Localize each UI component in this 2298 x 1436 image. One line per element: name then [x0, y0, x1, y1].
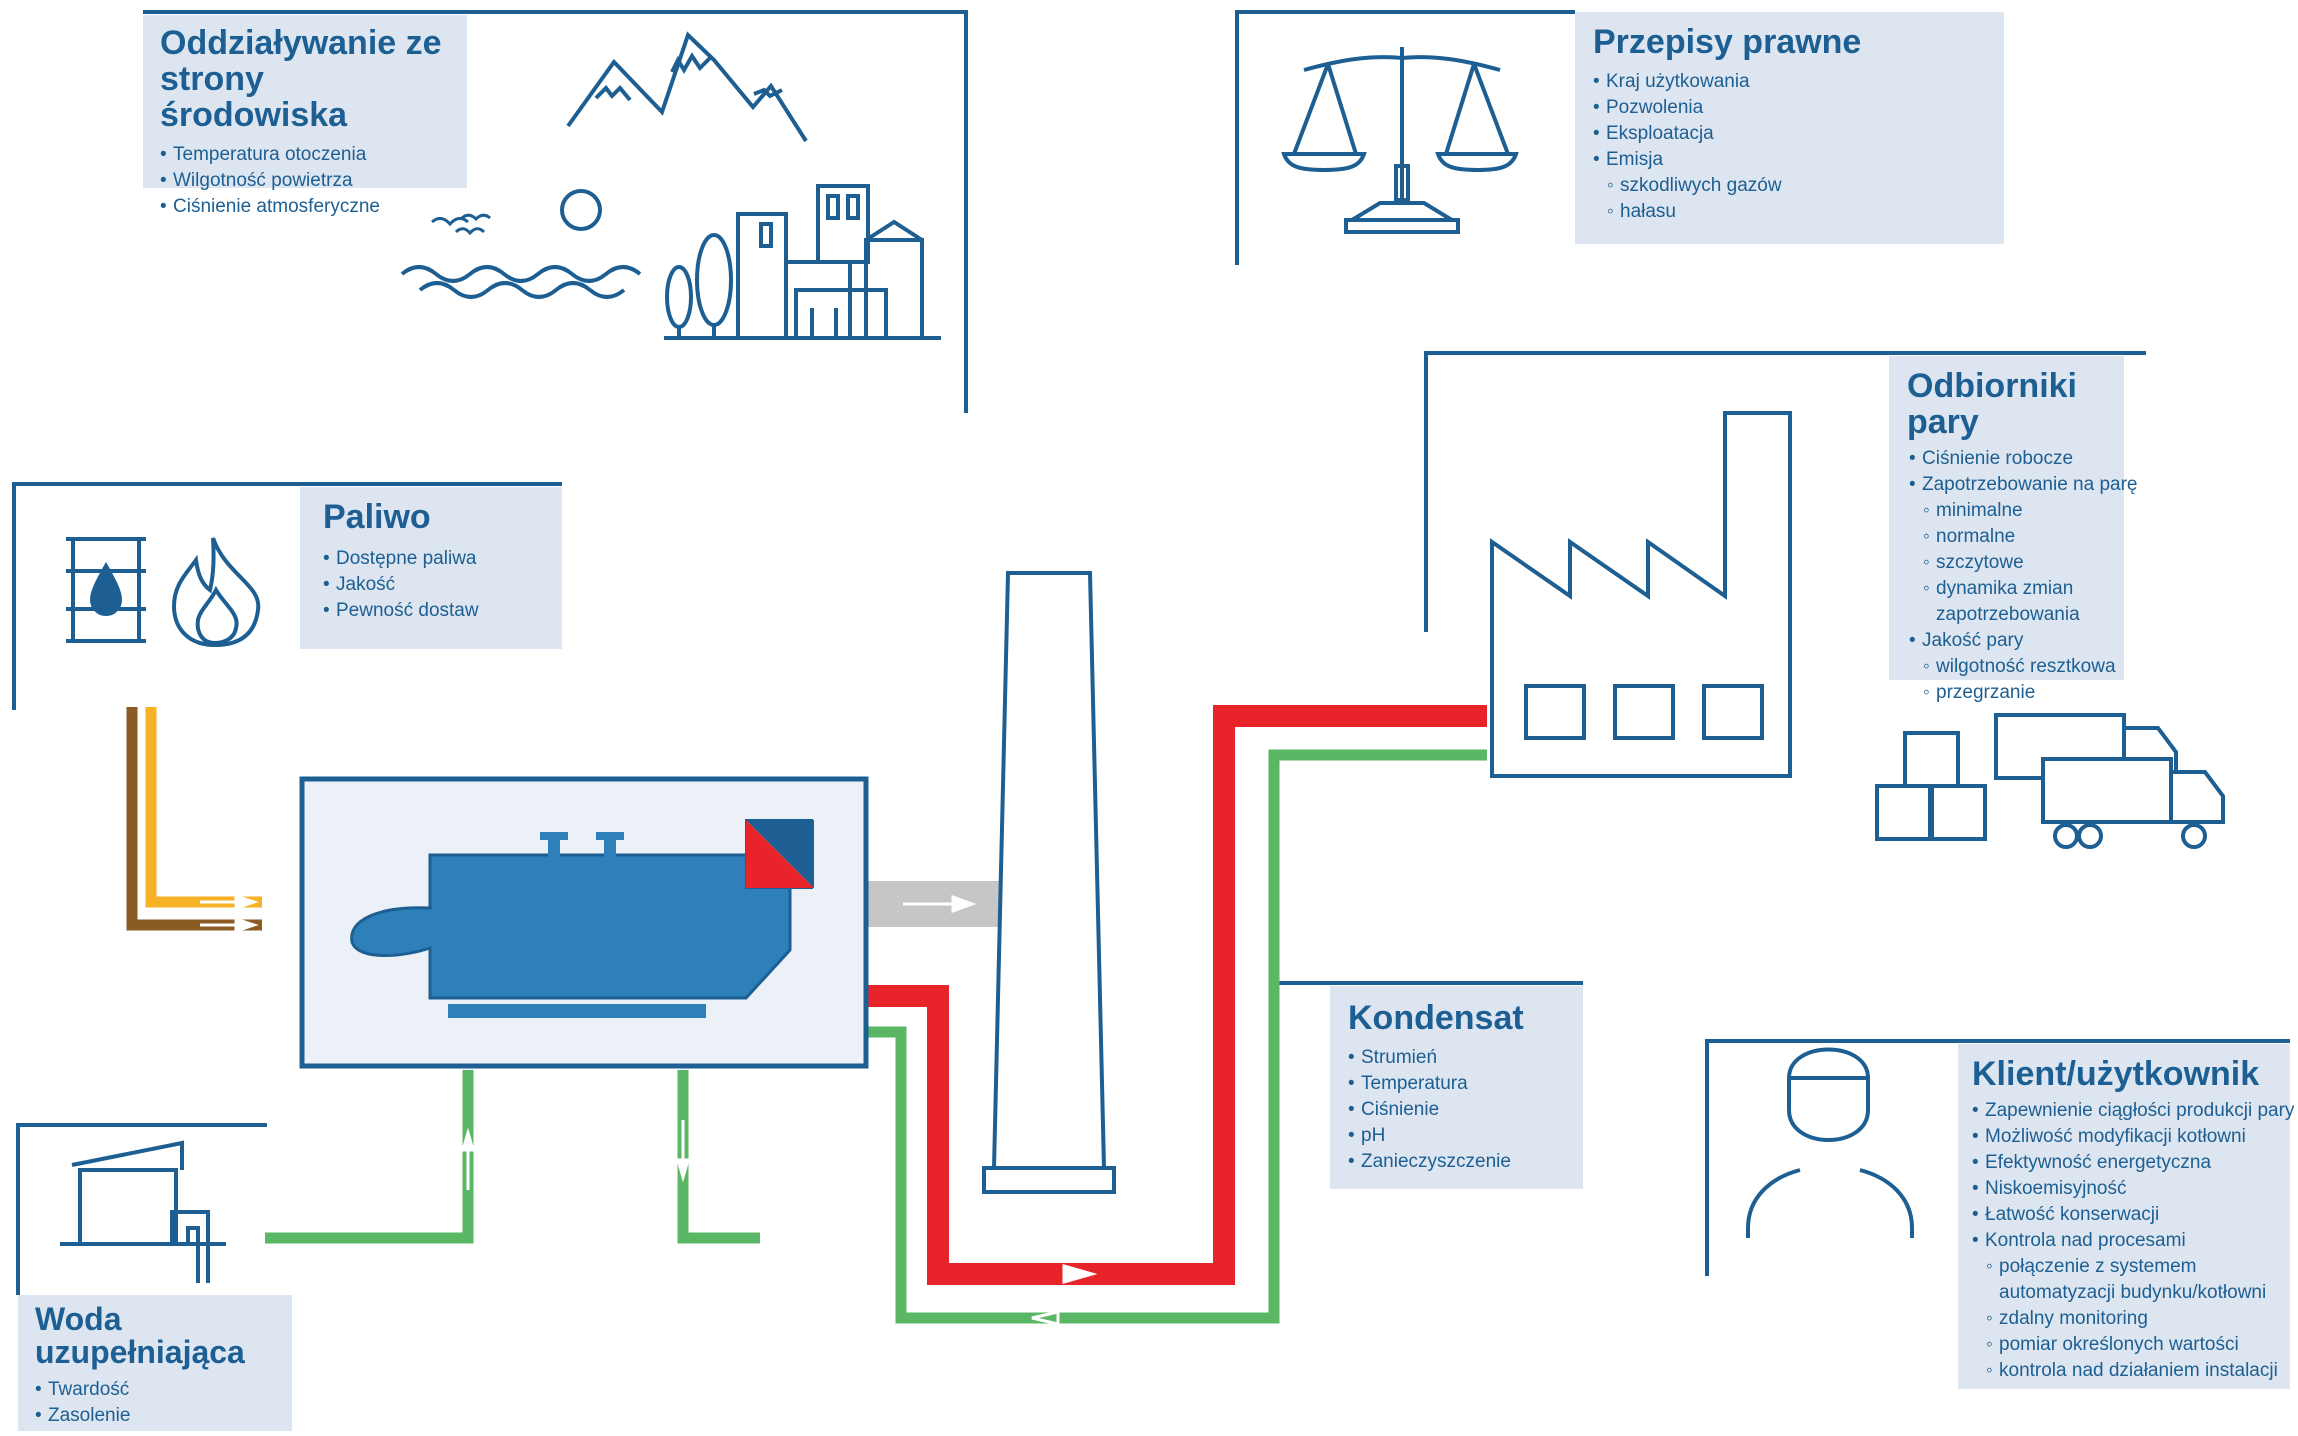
condensate-list: •Strumień •Temperatura •Ciśnienie •pH •Z…	[1348, 1045, 1565, 1175]
client-frame	[1705, 1039, 2290, 1276]
fuel-panel: Paliwo •Dostępne paliwa •Jakość •Pewność…	[300, 487, 562, 649]
regulations-frame	[1235, 10, 1575, 265]
list-item: •Emisja	[1593, 149, 1664, 170]
water-frame	[16, 1123, 267, 1295]
list-item: •Eksploatacja	[1593, 123, 1714, 144]
list-item: •Zapotrzebowanie na parę	[1909, 474, 2138, 495]
list-item: ◦dynamika zmian	[1923, 578, 2074, 599]
water-arrow-icon	[675, 1158, 691, 1183]
list-item: ◦połączenie z systemem	[1986, 1256, 2197, 1277]
list-item: automatyzacji budynku/kotłowni	[1999, 1282, 2267, 1303]
list-item: ◦minimalne	[1923, 500, 2023, 521]
list-item: •Temperatura	[1348, 1073, 1468, 1094]
regulations-panel: Przepisy prawne •Kraj użytkowania •Pozwo…	[1575, 12, 2004, 244]
birds-icon	[431, 213, 491, 236]
water-arrow-icon	[460, 1127, 476, 1152]
list-item: •pH	[1348, 1125, 1386, 1146]
fuel-list: •Dostępne paliwa •Jakość •Pewność dostaw	[323, 546, 539, 624]
blowdown-pipe	[677, 1070, 760, 1244]
boxes-icon	[1875, 731, 1987, 841]
condensate-panel: Kondensat •Strumień •Temperatura •Ciśnie…	[1330, 986, 1583, 1189]
list-item: •Kontrola nad procesami	[1972, 1230, 2186, 1251]
boiler-icon	[299, 776, 869, 1069]
client-title: Klient/użytkownik	[1972, 1055, 2260, 1093]
steam-consumers-panel: Odbiorniki pary •Ciśnienie robocze •Zapot…	[1889, 356, 2137, 703]
list-item: ◦przegrzanie	[1923, 682, 2036, 703]
fuel-arrow-icon	[234, 893, 259, 911]
list-item: •Ciśnienie atmosferyczne	[160, 196, 380, 217]
list-item: •Temperatura otoczenia	[160, 144, 367, 165]
list-item: •Dostępne paliwa	[323, 548, 477, 569]
fuel-frame	[12, 482, 562, 710]
list-item: •Efektywność energetyczna	[1972, 1152, 2212, 1173]
condensate-arrow-icon	[1031, 1310, 1060, 1326]
list-item: ◦szczytowe	[1923, 552, 2024, 573]
pipe-arrows	[200, 893, 1098, 1326]
list-item: •Ciśnienie robocze	[1909, 448, 2074, 469]
list-item: ◦pomiar określonych wartości	[1986, 1334, 2239, 1355]
list-item: •Wilgotność powietrza	[160, 170, 353, 191]
pipes	[126, 705, 1487, 1324]
list-item: •Kraj użytkowania	[1593, 71, 1750, 92]
city-icon	[664, 184, 941, 340]
list-item: •Możliwość modyfikacji kotłowni	[1972, 1126, 2246, 1147]
list-item: ◦normalne	[1923, 526, 2016, 547]
list-item: •Ciśnienie	[1348, 1099, 1440, 1120]
steam-arrow-icon	[1062, 1264, 1098, 1284]
environment-list: •Temperatura otoczenia •Wilgotność powie…	[160, 142, 450, 220]
list-item: •Pozwolenia	[1593, 97, 1704, 118]
list-item: ◦szkodliwych gazów	[1607, 175, 1782, 196]
list-item: zapotrzebowania	[1936, 604, 2080, 625]
flame-icon	[171, 537, 261, 648]
list-item: •Zasolenie	[35, 1405, 131, 1426]
flue-gas-arrow-icon	[951, 894, 977, 914]
fuel-arrow-icon	[234, 916, 259, 934]
list-item: ◦hałasu	[1607, 201, 1676, 222]
sun-icon	[560, 189, 602, 231]
list-item: •Zapewnienie ciągłości produkcji pary	[1972, 1100, 2295, 1121]
oil-barrel-icon	[66, 537, 146, 643]
list-item: •Strumień	[1348, 1047, 1438, 1068]
list-item: •Zanieczyszczenie	[1348, 1151, 1511, 1172]
list-item: •Łatwość konserwacji	[1972, 1204, 2160, 1225]
regulations-title: Przepisy prawne	[1593, 23, 1862, 61]
factory-icon	[1490, 411, 1792, 778]
water-house-icon	[60, 1140, 226, 1283]
condensate-return-pipe	[868, 749, 1487, 1324]
client-panel: Klient/użytkownik •Zapewnienie ciągłości…	[1958, 1044, 2295, 1389]
list-item: •Jakość	[323, 574, 396, 595]
list-item: ◦kontrola nad działaniem instalacji	[1986, 1360, 2278, 1381]
mountains-icon	[566, 31, 808, 143]
makeup-water-list: •Twardość •Zasolenie	[35, 1377, 275, 1429]
fuel-title: Paliwo	[323, 498, 431, 536]
environment-frame	[143, 10, 968, 413]
waves-icon	[400, 265, 642, 299]
makeup-water-pipe	[265, 1070, 474, 1244]
client-list: •Zapewnienie ciągłości produkcji pary •Mo…	[1972, 1098, 2295, 1384]
fuel-pipe-yellow	[145, 707, 262, 908]
list-item: •Jakość pary	[1909, 630, 2024, 651]
condensate-title: Kondensat	[1348, 999, 1524, 1037]
consumers-frame	[1424, 351, 2146, 632]
worker-icon	[1746, 1047, 1914, 1238]
chimney-icon	[982, 571, 1116, 1194]
steam-consumers-list: •Ciśnienie robocze •Zapotrzebowanie na pa…	[1909, 446, 2138, 706]
steam-consumers-title: Odbiorniki pary	[1907, 367, 2077, 441]
list-item: ◦zdalny monitoring	[1986, 1308, 2148, 1329]
list-item: ◦wilgotność resztkowa	[1923, 656, 2116, 677]
trucks-icon	[1994, 713, 2225, 849]
list-item: •Niskoemisyjność	[1972, 1178, 2127, 1199]
list-item: •Twardość	[35, 1379, 130, 1400]
regulations-list: •Kraj użytkowania •Pozwolenia •Eksploata…	[1593, 69, 1986, 225]
frame-lines	[12, 10, 2290, 1295]
list-item: •Pewność dostaw	[323, 600, 479, 621]
scales-icon	[1281, 47, 1519, 234]
